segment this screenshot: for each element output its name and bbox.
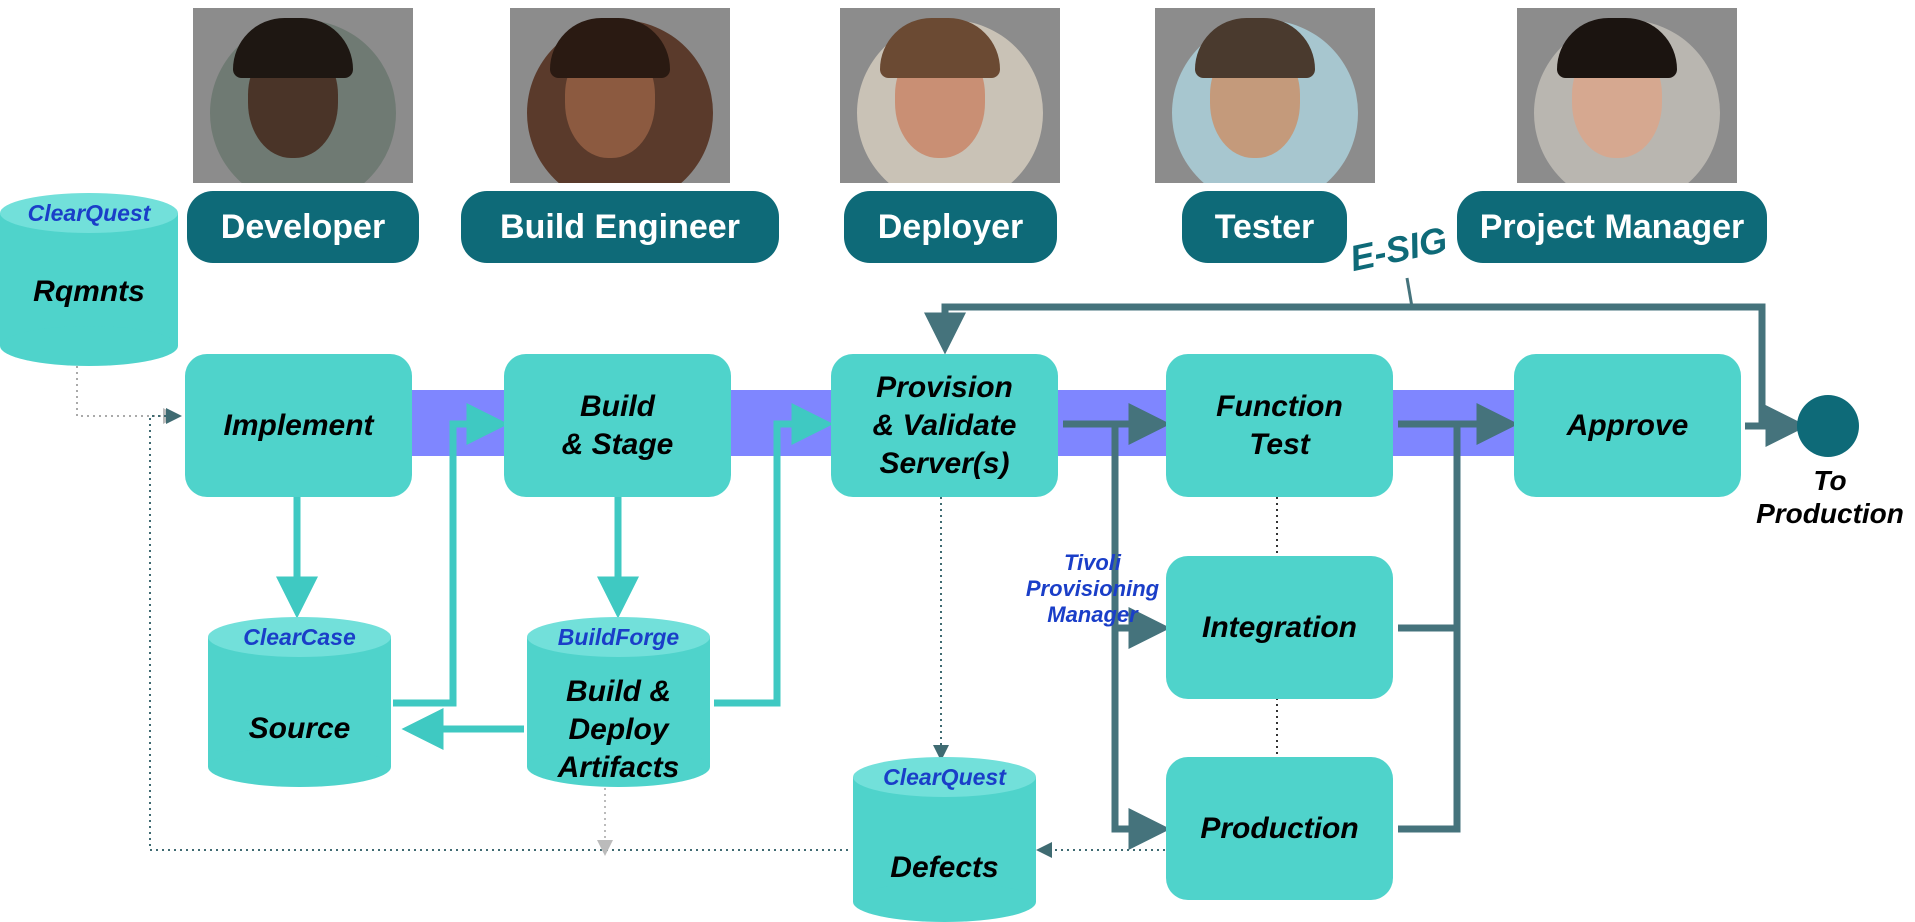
- to-production-label: To Production: [1745, 464, 1915, 530]
- source-tool-label: ClearCase: [243, 624, 356, 650]
- defects-tool-label: ClearQuest: [883, 764, 1006, 790]
- build-stage-line-1: Build: [580, 389, 655, 423]
- deployer-photo: [840, 8, 1060, 183]
- artifacts-tool-label: BuildForge: [557, 624, 680, 650]
- esig-pointer: [1405, 277, 1414, 308]
- tivoli-line-2: Provisioning: [1025, 576, 1160, 601]
- provision-validate-step: Provision & Validate Server(s): [831, 354, 1058, 497]
- dotted-defects-to-implement: [149, 408, 848, 851]
- defects-name: Defects: [890, 851, 999, 884]
- tester-photo: [1155, 8, 1375, 183]
- provision-line-2: & Validate: [872, 408, 1017, 442]
- source-name: Source: [248, 712, 351, 745]
- to-production-terminal: [1797, 395, 1859, 457]
- tivoli-label: Tivoli Provisioning Manager: [1005, 550, 1180, 628]
- provision-line-3: Server(s): [879, 446, 1010, 480]
- artifacts-line-3: Artifacts: [557, 751, 680, 784]
- arrow-esig-feedback: [924, 303, 1766, 426]
- source-repository: ClearCase Source: [208, 617, 391, 787]
- artifacts-line-1: Build &: [566, 675, 671, 708]
- approve-step: Approve: [1514, 354, 1741, 497]
- integration-step: Integration: [1166, 556, 1393, 699]
- build-engineer-photo: [510, 8, 730, 183]
- implement-label: Implement: [223, 408, 374, 442]
- function-test-line-1: Function: [1216, 389, 1343, 423]
- artifacts-line-2: Deploy: [568, 713, 669, 746]
- arrow-production-to-approve: [1398, 628, 1461, 833]
- production-step: Production: [1166, 757, 1393, 900]
- approve-label: Approve: [1566, 408, 1689, 442]
- defects-repository: ClearQuest Defects: [853, 757, 1036, 922]
- arrow-source-to-build: [393, 403, 509, 707]
- arrow-artifacts-to-provision: [714, 403, 834, 707]
- role-developer: Developer: [187, 191, 419, 263]
- dotted-rqmnts-to-implement: [76, 366, 179, 424]
- implement-step: Implement: [185, 354, 412, 497]
- function-test-line-2: Test: [1249, 427, 1310, 461]
- requirements-name: Rqmnts: [33, 275, 145, 308]
- requirements-tool-label: ClearQuest: [27, 200, 151, 226]
- role-build-engineer: Build Engineer: [461, 191, 779, 263]
- build-stage-line-2: & Stage: [561, 427, 674, 461]
- role-project-manager: Project Manager: [1457, 191, 1767, 263]
- artifacts-repository: BuildForge Build & Deploy Artifacts: [527, 617, 710, 787]
- role-tester: Tester: [1182, 191, 1347, 263]
- build-stage-step: Build & Stage: [504, 354, 731, 497]
- arrow-provision-to-production: [1111, 628, 1171, 850]
- provision-line-1: Provision: [876, 370, 1013, 404]
- tivoli-line-3: Manager: [1047, 602, 1138, 627]
- tivoli-line-1: Tivoli: [1063, 550, 1122, 575]
- integration-label: Integration: [1202, 610, 1357, 644]
- requirements-repository: ClearQuest Rqmnts: [0, 193, 178, 366]
- role-deployer: Deployer: [844, 191, 1057, 263]
- function-test-step: Function Test: [1166, 354, 1393, 497]
- project-manager-photo: [1517, 8, 1737, 183]
- to-production-line-1: To: [1813, 465, 1847, 496]
- to-production-line-2: Production: [1756, 498, 1904, 529]
- developer-photo: [193, 8, 413, 183]
- production-label: Production: [1200, 811, 1359, 845]
